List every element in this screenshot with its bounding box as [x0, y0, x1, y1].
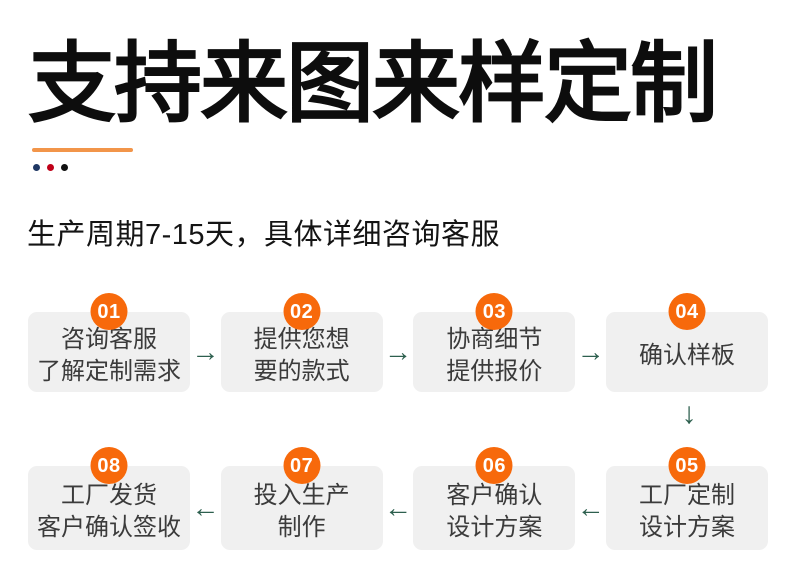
step-07-line1: 投入生产	[253, 481, 350, 509]
step-07-badge: 07	[283, 447, 321, 484]
arrow-down-icon: ↓	[681, 397, 697, 430]
step-01-line1: 咨询客服	[61, 325, 157, 353]
step-03-line1: 协商细节	[446, 325, 543, 353]
arrow-right-icon: →	[384, 336, 412, 367]
arrow-right-icon: →	[576, 336, 605, 367]
step-03-box: 03 协商细节 提供报价	[413, 293, 576, 392]
production-cycle-note: 生产周期7-15天，具体详细咨询客服	[27, 219, 501, 251]
black-dot-icon	[61, 164, 68, 171]
arrow-left-icon: ←	[576, 492, 605, 523]
step-05-box: 05 工厂定制 设计方案	[606, 447, 769, 550]
step-01-line2: 了解定制需求	[37, 357, 181, 385]
page-title: 支持来图来样定制	[28, 34, 718, 133]
arrow-left-icon: ←	[191, 492, 220, 523]
step-05-line2: 设计方案	[639, 513, 736, 541]
step-02-box: 02 提供您想 要的款式	[220, 293, 383, 392]
step-04-box: 04 确认样板	[606, 293, 769, 392]
step-07-line2: 制作	[277, 513, 326, 541]
step-08-line1: 工厂发货	[61, 481, 157, 509]
step-01-box: 01 咨询客服 了解定制需求	[28, 293, 190, 392]
blue-dot-icon	[33, 164, 40, 171]
arrow-right-icon: →	[191, 336, 220, 367]
step-05-line1: 工厂定制	[639, 481, 736, 509]
step-08-badge: 08	[90, 447, 128, 484]
step-02-line1: 提供您想	[253, 325, 350, 353]
arrow-left-icon: ←	[384, 492, 412, 523]
step-08-box: 08 工厂发货 客户确认签收	[28, 447, 190, 550]
step-01-badge: 01	[90, 293, 128, 330]
step-04-badge: 04	[668, 293, 706, 330]
step-06-box: 06 客户确认 设计方案	[413, 447, 576, 550]
red-dot-icon	[47, 164, 54, 171]
decorative-dots	[33, 164, 68, 171]
step-03-badge: 03	[475, 293, 513, 330]
step-08-line2: 客户确认签收	[37, 513, 181, 541]
step-02-line2: 要的款式	[253, 357, 350, 385]
flow-row-bottom: 08 工厂发货 客户确认签收 ← 07 投入生产 制作 ← 06 客户确认 设计…	[28, 447, 769, 550]
step-03-line2: 提供报价	[446, 357, 543, 385]
step-07-box: 07 投入生产 制作	[220, 447, 383, 550]
step-05-badge: 05	[668, 447, 706, 484]
title-underline	[32, 148, 133, 152]
step-04-line1: 确认样板	[639, 341, 736, 369]
step-06-line1: 客户确认	[446, 481, 543, 509]
step-06-line2: 设计方案	[446, 513, 543, 541]
flow-row-top: 01 咨询客服 了解定制需求 → 02 提供您想 要的款式 → 03 协商细节 …	[28, 293, 769, 392]
step-06-badge: 06	[475, 447, 513, 484]
step-02-badge: 02	[283, 293, 321, 330]
